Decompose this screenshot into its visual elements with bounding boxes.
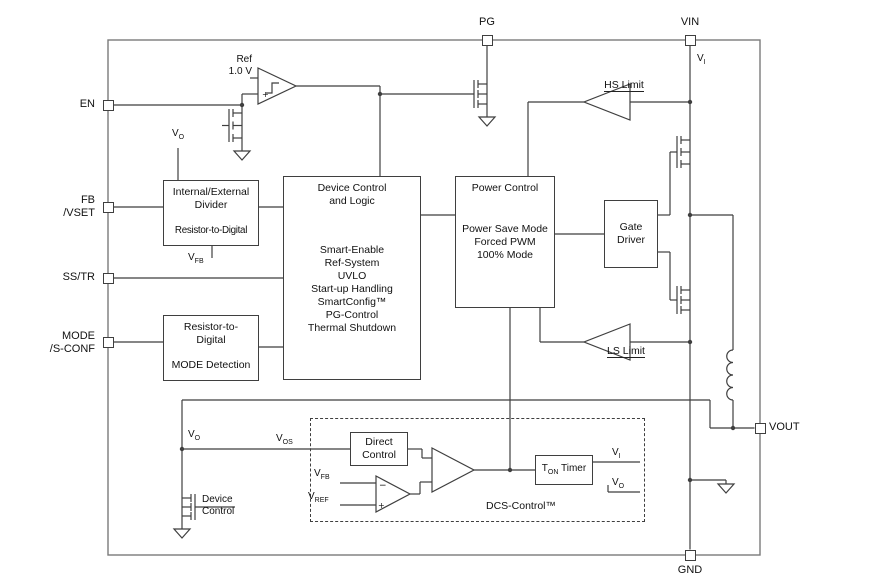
vref-label-comparator: VREF	[308, 491, 329, 504]
pin-vin-label: VIN	[680, 16, 700, 28]
pin-ss-tr	[102, 272, 114, 284]
mode-line3: MODE Detection	[171, 359, 251, 371]
ground-symbol	[716, 483, 736, 494]
driver-summing-amp	[431, 447, 476, 493]
vo-label-sense: VO	[188, 429, 201, 442]
pg-pulldown-fet	[473, 76, 488, 117]
device-title-line1: Device Control	[317, 182, 387, 194]
ground-symbol	[232, 150, 252, 161]
vfb-label-comparator: VFB	[314, 468, 330, 481]
pin-vout-label: VOUT	[769, 421, 800, 433]
divider-block: Internal/External Divider Resistor-to-Di…	[163, 180, 259, 246]
power-control-block: Power Control Power Save Mode Forced PWM…	[455, 176, 555, 308]
device-title-line2: and Logic	[329, 195, 375, 207]
power-mode-item: 100% Mode	[476, 249, 534, 261]
ton-timer-block: TON Timer	[535, 455, 593, 485]
pin-pg-label: PG	[479, 16, 495, 28]
direct-control-line2: Control	[362, 449, 396, 461]
device-feature-item: SmartConfig™	[317, 296, 387, 308]
pin-ss-tr-label: SS/TR	[62, 271, 95, 283]
pin-en	[102, 99, 114, 111]
junction-dots	[179, 91, 736, 483]
pin-mode-s-conf-label: MODE/S-CONF	[49, 330, 95, 355]
en-pulldown-fet	[222, 105, 243, 151]
gate-driver-line1: Gate	[619, 221, 643, 233]
pin-en-label: EN	[79, 98, 95, 110]
pin-vout	[754, 422, 766, 434]
ground-symbol	[477, 116, 497, 127]
dcs-control-dashed-box	[310, 418, 645, 522]
pin-pg	[481, 34, 493, 46]
pin-mode-s-conf	[102, 336, 114, 348]
vi-label-top: VI	[697, 53, 706, 66]
power-mode-item: Power Save Mode	[462, 223, 548, 235]
pin-gnd-label: GND	[677, 564, 703, 576]
device-control-logic-block: Device Control and Logic Smart-Enable Re…	[283, 176, 421, 380]
device-feature-item: Ref-System	[324, 257, 380, 269]
mode-line1: Resistor-to-	[183, 321, 239, 333]
pin-gnd	[684, 549, 696, 561]
minus-sign: −	[379, 481, 387, 491]
inductor	[726, 349, 734, 401]
mode-line2: Digital	[196, 334, 226, 346]
ground-symbol	[172, 528, 192, 539]
mode-detection-block: Resistor-to- Digital MODE Detection	[163, 315, 259, 381]
device-feature-item: PG-Control	[325, 309, 379, 321]
vi-label-ton: VI	[612, 447, 621, 460]
vo-label-divider: VO	[171, 128, 185, 141]
plus-sign: +	[378, 501, 385, 510]
direct-control-line1: Direct	[365, 436, 393, 448]
device-feature-item: Thermal Shutdown	[307, 322, 397, 334]
comparator-hysteresis-icon	[266, 82, 279, 94]
high-side-fet	[676, 132, 691, 172]
dcs-control-label: DCS-Control™	[486, 500, 557, 512]
hs-limit-label: HS Limit	[604, 79, 644, 92]
vo-label-ton: VO	[612, 477, 625, 490]
gate-driver-line2: Driver	[617, 234, 645, 246]
plus-sign: +	[262, 90, 269, 99]
direct-control-block: Direct Control	[350, 432, 408, 466]
vos-label: VOS	[276, 433, 293, 446]
power-mode-item: Forced PWM	[474, 236, 536, 248]
low-side-fet	[676, 282, 691, 318]
divider-line3: Resistor-to-Digital	[174, 225, 248, 236]
output-discharge-fet	[181, 490, 235, 529]
vfb-label-divider: VFB	[188, 252, 204, 265]
divider-line1: Internal/External	[172, 186, 250, 198]
ls-limit-label: LS Limit	[607, 345, 645, 358]
wires	[113, 45, 755, 550]
feedback-comparator	[375, 475, 412, 513]
device-feature-item: Start-up Handling	[311, 283, 393, 295]
power-control-title: Power Control	[471, 182, 539, 194]
pin-vin	[684, 34, 696, 46]
device-feature-item: Smart-Enable	[319, 244, 385, 256]
gate-driver-block: Gate Driver	[604, 200, 658, 268]
chip-border	[107, 39, 761, 556]
hs-limit-comparator	[582, 83, 631, 121]
pin-fb-vset	[102, 201, 114, 213]
ls-limit-comparator	[582, 323, 631, 361]
divider-line2: Divider	[194, 199, 228, 211]
en-comparator	[257, 67, 298, 105]
ton-timer-label: TON Timer	[541, 462, 587, 476]
device-feature-item: UVLO	[337, 270, 367, 282]
pin-fb-vset-label: FB/VSET	[63, 194, 95, 219]
